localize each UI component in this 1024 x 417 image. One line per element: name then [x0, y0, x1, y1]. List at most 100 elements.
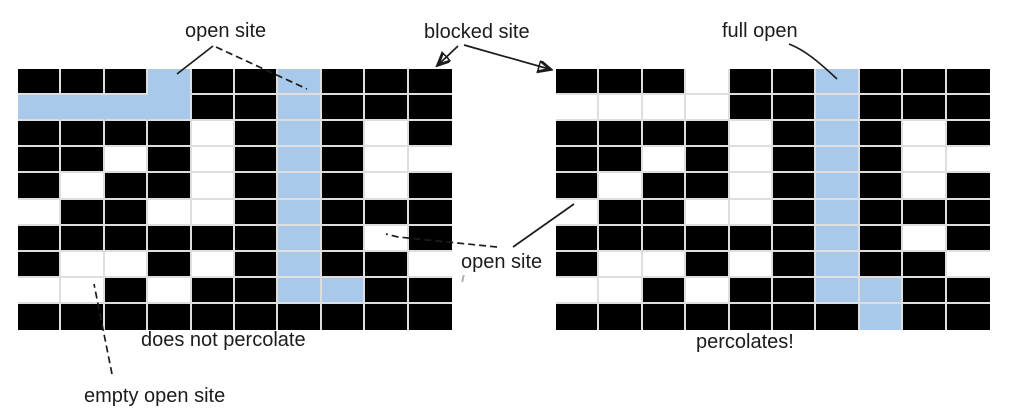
grid-cell-blocked-site — [903, 303, 947, 330]
grid-cell-empty-open-site — [686, 199, 730, 226]
left-percolation-grid — [18, 69, 452, 330]
grid-cell-blocked-site — [859, 69, 904, 96]
grid-cell-empty-open-site — [104, 147, 149, 174]
grid-cell-empty-open-site — [903, 121, 947, 148]
grid-cell-blocked-site — [148, 303, 192, 330]
grid-cell-blocked-site — [859, 251, 904, 278]
stray-mark — [461, 274, 465, 283]
grid-cell-full-open-site — [61, 95, 105, 122]
right-grid-caption: percolates! — [696, 331, 794, 353]
grid-cell-empty-open-site — [18, 199, 62, 226]
grid-cell-blocked-site — [686, 303, 730, 330]
grid-cell-blocked-site — [686, 173, 730, 200]
grid-cell-blocked-site — [148, 225, 192, 252]
grid-cell-empty-open-site — [191, 121, 235, 148]
grid-cell-blocked-site — [642, 173, 687, 200]
grid-cell-blocked-site — [599, 69, 643, 96]
grid-cell-empty-open-site — [642, 147, 687, 174]
open-site-label-middle: open site — [461, 251, 543, 273]
grid-cell-empty-open-site — [903, 225, 947, 252]
grid-cell-blocked-site — [191, 69, 235, 96]
grid-cell-empty-open-site — [946, 251, 990, 278]
grid-cell-blocked-site — [599, 121, 643, 148]
grid-cell-blocked-site — [148, 173, 192, 200]
grid-cell-empty-open-site — [729, 199, 773, 226]
grid-cell-blocked-site — [642, 277, 687, 304]
grid-cell-blocked-site — [642, 69, 687, 96]
grid-cell-full-open-site — [816, 277, 860, 304]
grid-cell-blocked-site — [686, 251, 730, 278]
grid-cell-full-open-site — [18, 95, 62, 122]
grid-cell-empty-open-site — [61, 277, 105, 304]
right-percolation-grid — [556, 69, 990, 330]
grid-cell-blocked-site — [365, 277, 409, 304]
grid-cell-blocked-site — [235, 147, 279, 174]
grid-cell-blocked-site — [18, 173, 62, 200]
grid-cell-blocked-site — [946, 69, 990, 96]
grid-cell-blocked-site — [859, 121, 904, 148]
grid-cell-empty-open-site — [556, 277, 600, 304]
grid-cell-empty-open-site — [191, 199, 235, 226]
blocked-site-pointer-left — [439, 45, 459, 64]
grid-cell-blocked-site — [773, 251, 817, 278]
grid-cell-full-open-site — [148, 95, 192, 122]
grid-cell-blocked-site — [556, 147, 600, 174]
grid-cell-full-open-site — [148, 69, 192, 96]
grid-cell-full-open-site — [278, 69, 322, 96]
grid-cell-blocked-site — [235, 303, 279, 330]
grid-cell-blocked-site — [18, 69, 62, 96]
grid-cell-blocked-site — [321, 95, 366, 122]
left-grid-caption: does not percolate — [141, 329, 306, 351]
grid-cell-blocked-site — [773, 147, 817, 174]
grid-cell-empty-open-site — [191, 251, 235, 278]
grid-cell-full-open-site — [859, 303, 904, 330]
grid-cell-blocked-site — [946, 121, 990, 148]
grid-cell-blocked-site — [321, 199, 366, 226]
grid-cell-blocked-site — [903, 69, 947, 96]
grid-cell-blocked-site — [148, 251, 192, 278]
grid-cell-full-open-site — [278, 95, 322, 122]
grid-cell-blocked-site — [365, 199, 409, 226]
grid-cell-empty-open-site — [686, 69, 730, 96]
grid-cell-blocked-site — [321, 69, 366, 96]
grid-cell-blocked-site — [104, 121, 149, 148]
grid-cell-empty-open-site — [61, 173, 105, 200]
grid-cell-full-open-site — [278, 147, 322, 174]
grid-cell-blocked-site — [278, 303, 322, 330]
grid-cell-blocked-site — [859, 147, 904, 174]
grid-cell-blocked-site — [408, 69, 452, 96]
grid-cell-blocked-site — [235, 95, 279, 122]
grid-cell-empty-open-site — [903, 173, 947, 200]
grid-cell-blocked-site — [946, 95, 990, 122]
grid-cell-blocked-site — [104, 225, 149, 252]
grid-cell-blocked-site — [946, 173, 990, 200]
grid-cell-empty-open-site — [18, 277, 62, 304]
grid-cell-blocked-site — [235, 173, 279, 200]
grid-cell-blocked-site — [408, 199, 452, 226]
grid-cell-blocked-site — [642, 225, 687, 252]
grid-cell-empty-open-site — [903, 147, 947, 174]
grid-cell-empty-open-site — [556, 95, 600, 122]
grid-cell-blocked-site — [556, 303, 600, 330]
blocked-site-pointer-right — [463, 44, 549, 69]
grid-cell-empty-open-site — [642, 95, 687, 122]
grid-cell-empty-open-site — [191, 173, 235, 200]
grid-cell-empty-open-site — [946, 147, 990, 174]
grid-cell-blocked-site — [642, 199, 687, 226]
grid-cell-empty-open-site — [686, 277, 730, 304]
blocked-site-label: blocked site — [424, 21, 530, 43]
grid-cell-full-open-site — [816, 199, 860, 226]
grid-cell-blocked-site — [599, 147, 643, 174]
grid-cell-blocked-site — [235, 251, 279, 278]
grid-cell-blocked-site — [321, 121, 366, 148]
grid-cell-full-open-site — [278, 251, 322, 278]
grid-cell-blocked-site — [686, 225, 730, 252]
grid-cell-blocked-site — [18, 147, 62, 174]
grid-cell-blocked-site — [408, 225, 452, 252]
grid-cell-blocked-site — [556, 225, 600, 252]
grid-cell-blocked-site — [18, 251, 62, 278]
grid-cell-blocked-site — [191, 225, 235, 252]
grid-cell-blocked-site — [191, 95, 235, 122]
grid-cell-full-open-site — [278, 277, 322, 304]
